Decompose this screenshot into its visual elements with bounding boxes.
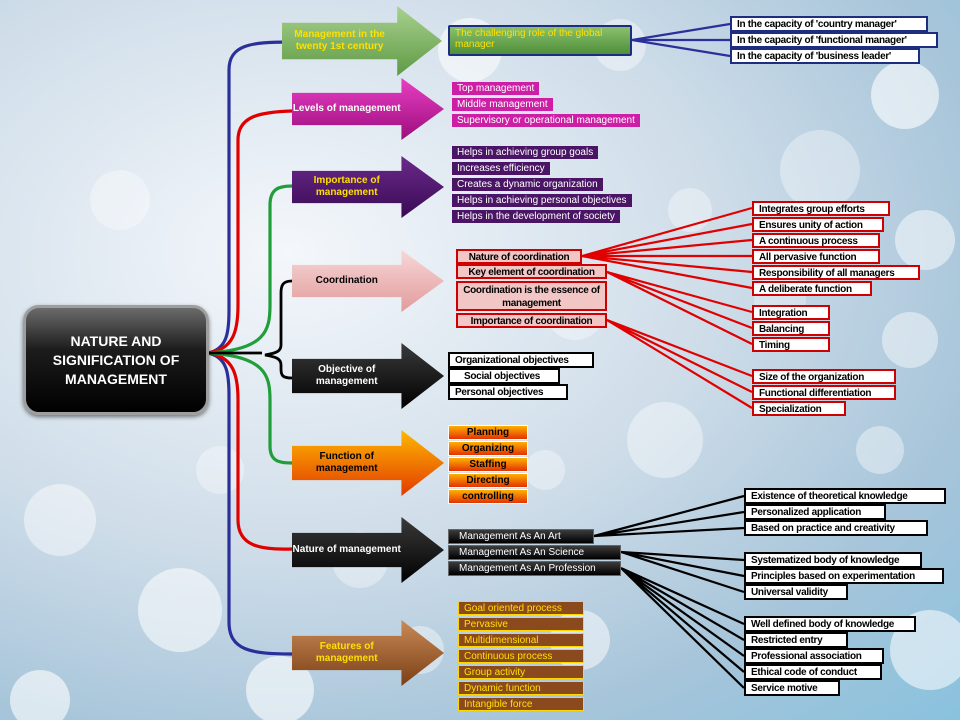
root-node: NATURE AND SIGNIFICATION OF MANAGEMENT: [23, 305, 209, 415]
feature-item: Intangible force: [458, 697, 584, 711]
importance-item: Helps in the development of society: [452, 210, 620, 223]
line-root-nature: [205, 351, 294, 551]
coordination-nature-item: Ensures unity of action: [752, 217, 884, 232]
feature-item: Continuous process: [458, 649, 584, 663]
science-item: Systematized body of knowledge: [744, 552, 922, 568]
feature-item: Group activity: [458, 665, 584, 679]
root-title: NATURE AND SIGNIFICATION OF MANAGEMENT: [52, 332, 180, 387]
role-item: In the capacity of 'functional manager': [730, 32, 938, 48]
importance-item: Creates a dynamic organization: [452, 178, 603, 191]
objective-item: Social objectives: [448, 368, 560, 384]
coordination-nature-item: A deliberate function: [752, 281, 872, 296]
art-item: Based on practice and creativity: [744, 520, 928, 536]
function-item: Planning: [448, 425, 528, 440]
feature-item: Dynamic function: [458, 681, 584, 695]
level-item: Middle management: [452, 98, 553, 111]
profession-item: Service motive: [744, 680, 840, 696]
level-item: Supervisory or operational management: [452, 114, 640, 127]
objective-item: Personal objectives: [448, 384, 568, 400]
function-item: Directing: [448, 473, 528, 488]
global-manager-box: The challenging role of the global manag…: [448, 25, 632, 56]
lines-importance-coordination: [606, 318, 753, 409]
importance-item: Increases efficiency: [452, 162, 550, 175]
function-item: controlling: [448, 489, 528, 504]
nature-aspect: Management As An Profession: [448, 561, 621, 576]
coordination-importance-item: Specialization: [752, 401, 846, 416]
level-item: Top management: [452, 82, 540, 95]
feature-item: Multidimensional: [458, 633, 584, 647]
importance-item: Helps in achieving group goals: [452, 146, 599, 159]
brace-coordination-objective: [207, 279, 293, 380]
line-root-features: [205, 351, 294, 656]
line-root-levels: [205, 109, 294, 355]
lines-science: [620, 550, 745, 594]
role-item: In the capacity of 'business leader': [730, 48, 920, 64]
feature-item: Pervasive: [458, 617, 584, 631]
coordination-topic: Nature of coordination: [456, 249, 582, 264]
lines-key-element: [606, 270, 753, 345]
nature-aspect: Management As An Art: [448, 529, 594, 544]
coordination-topic: Importance of coordination: [456, 313, 607, 328]
lines-profession: [620, 566, 745, 689]
coordination-importance-item: Functional differentiation: [752, 385, 896, 400]
profession-item: Restricted entry: [744, 632, 848, 648]
key-element-item: Balancing: [752, 321, 830, 336]
function-item: Staffing: [448, 457, 528, 472]
coordination-nature-item: Responsibility of all managers: [752, 265, 920, 280]
profession-item: Well defined body of knowledge: [744, 616, 916, 632]
global-manager-title: The challenging role of the global manag…: [455, 28, 603, 50]
coordination-importance-item: Size of the organization: [752, 369, 896, 384]
role-item: In the capacity of 'country manager': [730, 16, 928, 32]
line-global-to-roles: [631, 22, 731, 58]
coordination-topic: Key element of coordination: [456, 264, 607, 279]
science-item: Universal validity: [744, 584, 848, 600]
nature-aspect: Management As An Science: [448, 545, 621, 560]
coordination-nature-item: A continuous process: [752, 233, 880, 248]
art-item: Personalized application: [744, 504, 886, 520]
line-root-importance: [205, 184, 294, 355]
science-item: Principles based on experimentation: [744, 568, 944, 584]
profession-item: Ethical code of conduct: [744, 664, 882, 680]
profession-item: Professional association: [744, 648, 884, 664]
importance-item: Helps in achieving personal objectives: [452, 194, 632, 207]
lines-art: [593, 494, 745, 538]
coordination-nature-item: Integrates group efforts: [752, 201, 890, 216]
coordination-nature-item: All pervasive function: [752, 249, 880, 264]
function-item: Organizing: [448, 441, 528, 456]
line-root-twenty: [205, 40, 292, 355]
art-item: Existence of theoretical knowledge: [744, 488, 946, 504]
key-element-item: Integration: [752, 305, 830, 320]
lines-nature-of-coordination: [581, 206, 753, 290]
line-root-function: [205, 351, 294, 465]
key-element-item: Timing: [752, 337, 830, 352]
objective-item: Organizational objectives: [448, 352, 594, 368]
coordination-topic: Coordination is the essence of managemen…: [456, 281, 607, 311]
feature-item: Goal oriented process: [458, 601, 584, 615]
